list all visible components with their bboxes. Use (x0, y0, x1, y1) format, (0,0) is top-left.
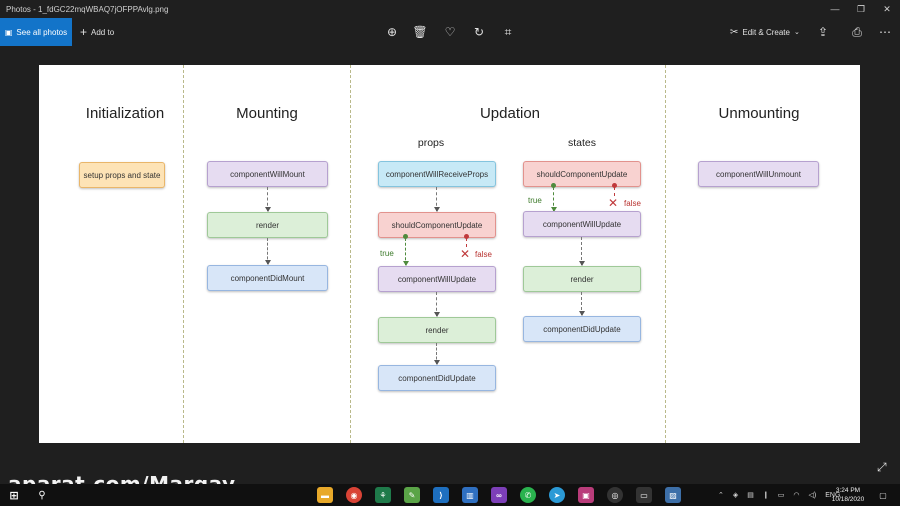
states-render-box: render (523, 266, 641, 292)
crop-icon[interactable]: ⌗ (504, 24, 512, 39)
false-branch-dot (612, 183, 617, 188)
minimize-button[interactable]: — (830, 4, 840, 14)
chrome-icon[interactable]: ◉ (346, 487, 362, 503)
window-title: Photos - 1_fdGC22mqWBAQ7jOFPPAvlg.png (6, 4, 169, 14)
true-branch-dot (403, 234, 408, 239)
terminal-icon[interactable]: ▭ (636, 487, 652, 503)
file-explorer-icon[interactable]: ▬ (317, 487, 333, 503)
states-component-did-update-box: componentDidUpdate (523, 316, 641, 342)
edit-create-label: Edit & Create (742, 27, 790, 37)
chevron-down-icon: ⌄ (793, 29, 800, 36)
false-x-icon: ✕ (608, 196, 619, 210)
clock-time: 3:24 PM (835, 487, 861, 494)
true-label: true (528, 196, 542, 205)
false-branch-dot (464, 234, 469, 239)
more-icon[interactable]: ⋯ (879, 25, 891, 39)
language-indicator[interactable]: ENG (825, 491, 841, 499)
system-tray: ⌃ ◈ ▤ ❙ ▭ ◠ ◁) ENG (718, 484, 840, 506)
maximize-button[interactable]: ❐ (856, 3, 866, 14)
phase-divider (183, 65, 184, 443)
true-branch-arrow (550, 187, 557, 212)
battery-icon[interactable]: ▭ (777, 492, 785, 499)
rotate-icon[interactable]: ↻ (473, 25, 485, 39)
see-all-photos-button[interactable]: ▣ See all photos (0, 18, 72, 46)
false-branch-line (614, 187, 615, 196)
false-x-icon: ✕ (460, 247, 471, 261)
title-bar: Photos - 1_fdGC22mqWBAQ7jOFPPAvlg.png — … (0, 0, 900, 18)
phase-divider (665, 65, 666, 443)
trello-icon[interactable]: ▥ (462, 487, 478, 503)
photos-icon: ▣ (4, 27, 13, 37)
phase-unmounting: Unmounting (718, 105, 800, 122)
subhead-states: states (567, 137, 596, 149)
props-render-box: render (378, 317, 496, 343)
see-all-photos-label: See all photos (16, 27, 68, 37)
flow-arrow (433, 187, 440, 212)
close-button[interactable]: ✕ (883, 3, 891, 14)
props-should-component-update-box: shouldComponentUpdate (378, 212, 496, 238)
wifi-icon[interactable]: ◠ (793, 492, 800, 499)
app-tray-icon[interactable]: ◈ (732, 492, 739, 499)
zoom-icon[interactable]: ⊕ (386, 25, 398, 39)
vscode-icon[interactable]: ⟩ (433, 487, 449, 503)
flow-arrow (264, 187, 271, 212)
component-will-receive-props-box: componentWillReceiveProps (378, 161, 496, 187)
plus-icon: + (80, 25, 88, 39)
subhead-props: props (417, 137, 445, 149)
add-to-button[interactable]: + Add to (80, 25, 114, 39)
states-component-will-update-box: componentWillUpdate (523, 211, 641, 237)
states-should-component-update-box: shouldComponentUpdate (523, 161, 641, 187)
component-will-mount-box: componentWillMount (207, 161, 328, 187)
photos-icon[interactable]: ▨ (665, 487, 681, 503)
visual-studio-icon[interactable]: ∞ (491, 487, 507, 503)
flow-arrow (264, 238, 271, 265)
phase-updation: Updation (479, 105, 541, 122)
jetbrains-icon[interactable]: ▣ (578, 487, 594, 503)
edit-create-button[interactable]: ✂ Edit & Create ⌄ (730, 18, 800, 46)
false-branch-line (466, 238, 467, 247)
microphone-icon[interactable]: ❙ (762, 492, 769, 499)
phase-mounting: Mounting (236, 105, 298, 122)
search-icon[interactable]: ⚲ (38, 489, 46, 501)
heart-icon[interactable]: ♡ (444, 25, 456, 39)
false-label: false (624, 199, 641, 208)
telegram-icon[interactable]: ➤ (549, 487, 565, 503)
component-will-unmount-box: componentWillUnmount (698, 161, 819, 187)
mount-render-box: render (207, 212, 328, 238)
windows-start-icon[interactable]: ⊞ (9, 489, 19, 502)
true-branch-arrow (402, 238, 409, 266)
lifecycle-diagram: Initialization Mounting Updation Unmount… (39, 65, 860, 443)
delete-icon[interactable]: 🗑 (412, 25, 428, 39)
photos-toolbar: ▣ See all photos + Add to ⊕ 🗑 ♡ ↻ ⌗ ✂ Ed… (0, 18, 900, 46)
app-tray-icon[interactable]: ▤ (747, 492, 754, 499)
props-component-did-update-box: componentDidUpdate (378, 365, 496, 391)
chevron-up-icon[interactable]: ⌃ (718, 492, 724, 499)
false-label: false (475, 250, 492, 259)
phase-divider (350, 65, 351, 443)
fullscreen-icon[interactable]: ⤢ (877, 460, 887, 474)
true-branch-dot (551, 183, 556, 188)
app-icon[interactable]: ⚘ (375, 487, 391, 503)
app-icon[interactable]: ◎ (607, 487, 623, 503)
component-did-mount-box: componentDidMount (207, 265, 328, 291)
flow-arrow (578, 292, 585, 316)
add-to-label: Add to (91, 27, 115, 37)
props-component-will-update-box: componentWillUpdate (378, 266, 496, 292)
clock[interactable]: 3:24 PM 10/18/2020 (830, 486, 866, 504)
flow-arrow (433, 292, 440, 317)
notification-icon[interactable]: ▢ (879, 490, 887, 500)
true-label: true (380, 249, 394, 258)
print-icon[interactable]: ⎙ (852, 24, 862, 39)
edit-icon: ✂ (730, 26, 739, 38)
phase-initialization: Initialization (85, 105, 165, 122)
clock-date: 10/18/2020 (831, 496, 865, 503)
flow-arrow (578, 237, 585, 266)
taskbar: ⊞ ⚲ ▬ ◉ ⚘ ✎ ⟩ ▥ ∞ ✆ ➤ ▣ ◎ ▭ ▨ ⌃ ◈ ▤ ❙ ▭ … (0, 484, 900, 506)
volume-icon[interactable]: ◁) (808, 492, 817, 499)
whatsapp-icon[interactable]: ✆ (520, 487, 536, 503)
setup-props-state-box: setup props and state (79, 162, 165, 188)
flow-arrow (433, 343, 440, 365)
share-icon[interactable]: ⇪ (817, 25, 829, 39)
app-icon[interactable]: ✎ (404, 487, 420, 503)
